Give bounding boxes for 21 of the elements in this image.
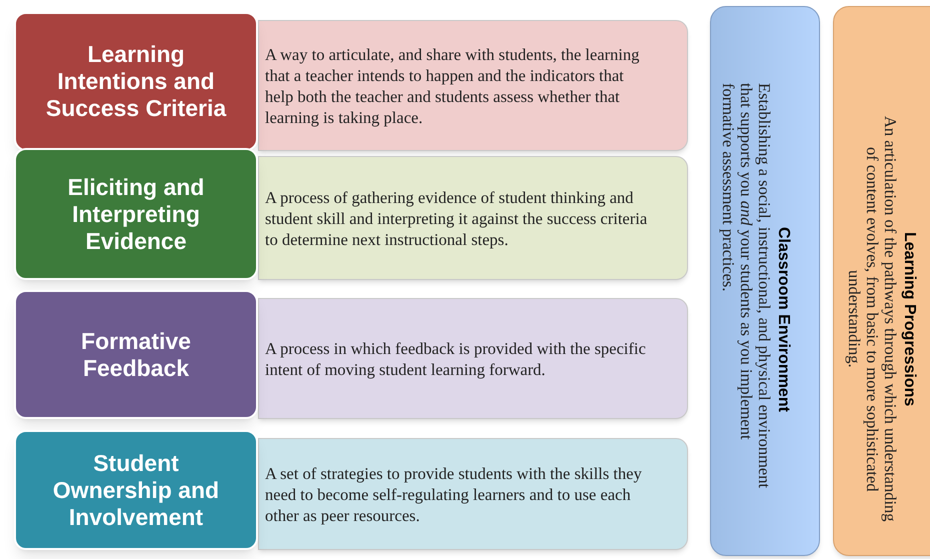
vertical-panel xyxy=(833,6,930,556)
title-text: Student Ownership and Involvement xyxy=(52,450,220,530)
title-box xyxy=(14,148,258,280)
description-text: A way to articulate, and share with students, the learning that a teacher intends to happen and the indicators that help both the teacher and students assess whether that learning is taking place. xyxy=(265,44,640,128)
title-box xyxy=(14,290,258,419)
description-box xyxy=(258,438,688,550)
description-box xyxy=(258,298,688,419)
title-box xyxy=(14,12,258,151)
description-box xyxy=(258,20,688,151)
description-text: A set of strategies to provide students with the skills they need to become self-regulating learners and to use each other as peer resources. xyxy=(265,462,643,526)
description-text: A process of gathering evidence of student thinking and student skill and interpreting it against the success criteria to determine next instructional steps. xyxy=(265,186,648,250)
panel-heading: Classroom Environment xyxy=(774,226,793,412)
title-text: Learning Intentions and Success Criteria xyxy=(44,41,228,122)
title-text: Formative Feedback xyxy=(80,328,192,382)
panel-body: An articulation of the pathways through which understanding of content evolves, from basic to more sophisticated understanding. xyxy=(845,115,899,524)
title-text: Eliciting and Interpreting Evidence xyxy=(66,174,206,254)
description-box xyxy=(258,156,688,280)
panel-heading: Learning Progressions xyxy=(900,232,919,406)
title-box xyxy=(14,430,258,550)
vertical-panel xyxy=(710,6,820,556)
description-text: A process in which feedback is provided with the specific intent of moving student learning forward. xyxy=(265,338,647,380)
